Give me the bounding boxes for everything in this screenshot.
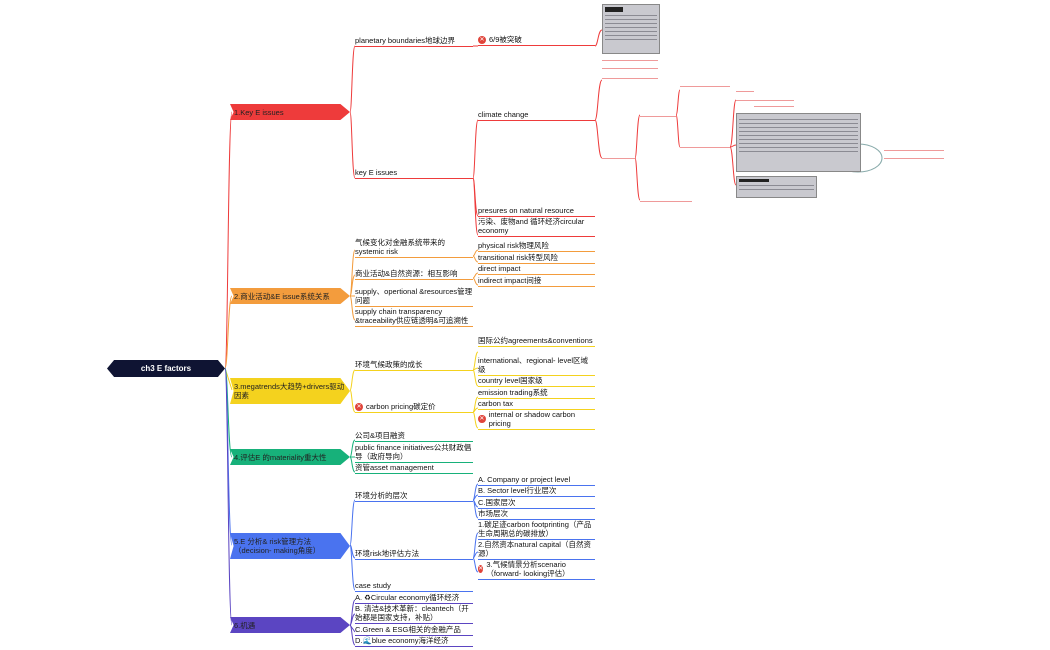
node-physical-risk[interactable]: physical risk物理风险	[478, 241, 595, 252]
detail-note	[736, 87, 754, 92]
node-carbon-tax[interactable]: carbon tax	[478, 399, 595, 410]
root-topic[interactable]: ch3 E factors	[107, 360, 225, 377]
node-planetary-boundaries[interactable]: planetary boundaries地球边界	[355, 36, 473, 47]
detail-box-planetary	[602, 4, 660, 54]
node-corporate-project-finance[interactable]: 公司&项目融资	[355, 431, 473, 442]
node-scenario-analysis[interactable]: ✕3.气候情景分析scenario（forward- looking评估）	[478, 560, 595, 580]
detail-note	[754, 102, 794, 107]
node-market-level[interactable]: 市场层次	[478, 509, 595, 520]
branch-megatrends[interactable]: 3.megatrends大趋势+drivers驱动因素	[230, 378, 350, 404]
branch-risk-methods[interactable]: 5.E 分析& risk管理方法（decision- making角度）	[230, 533, 350, 559]
node-business-nature-interaction[interactable]: 商业活动&自然资源：相互影响	[355, 269, 473, 280]
node-key-e-issues[interactable]: key E issues	[355, 168, 473, 179]
detail-box-adaptation	[736, 176, 817, 198]
detail-note	[602, 56, 658, 61]
close-marker-icon: ✕	[478, 36, 486, 45]
node-systemic-risk[interactable]: 气候变化对金融系统带来的systemic risk	[355, 238, 473, 258]
node-blue-economy[interactable]: D.🌊blue economy海洋经济	[355, 636, 473, 647]
node-policy-growth[interactable]: 环境气候政策的成长	[355, 360, 473, 371]
node-risk-assessment-methods[interactable]: 环境risk地评估方法	[355, 549, 473, 560]
detail-note	[884, 154, 944, 159]
node-supply-operational[interactable]: supply、opertional &resources管理问题	[355, 287, 473, 307]
detail-note	[680, 143, 730, 148]
branch-materiality[interactable]: 4.评估E 的materiality重大性	[230, 449, 350, 465]
node-pollution-circular-economy[interactable]: 污染、废物and 循环经济circular economy	[478, 217, 595, 237]
node-pressures-natural-resource[interactable]: presures on natural resource	[478, 206, 595, 217]
detail-note	[754, 96, 794, 101]
detail-note	[640, 197, 692, 202]
node-company-project-level[interactable]: A. Company or project level	[478, 475, 595, 486]
node-country-level-analysis[interactable]: C.国家层次	[478, 498, 595, 509]
node-carbon-footprinting[interactable]: 1.碳足迹carbon footprinting（产品生命周期总的碳排放）	[478, 520, 595, 540]
node-regional-level[interactable]: international、regional- level区域级	[478, 356, 595, 376]
node-shadow-carbon-pricing[interactable]: ✕internal or shadow carbon pricing	[478, 410, 595, 430]
detail-note	[602, 154, 635, 159]
node-country-level[interactable]: country level国家级	[478, 376, 595, 387]
node-transitional-risk[interactable]: transitional risk转型风险	[478, 253, 595, 264]
node-6-9-breached[interactable]: ✕6/9被突破	[478, 35, 595, 47]
node-circular-economy[interactable]: A. ♻Circular economy循环经济	[355, 593, 473, 604]
detail-note	[640, 112, 676, 117]
node-supply-chain-transparency[interactable]: supply chain transparency &traceability供…	[355, 307, 473, 327]
node-cleantech[interactable]: B. 清洁&技术革新：cleantech（开始都是国家支持，补贴）	[355, 604, 473, 624]
detail-note	[602, 64, 658, 69]
detail-note	[680, 82, 730, 87]
node-asset-management[interactable]: 资管asset management	[355, 463, 473, 474]
detail-note	[602, 74, 658, 79]
node-climate-change[interactable]: climate change	[478, 110, 595, 121]
node-natural-capital[interactable]: 2.自然资本natural capital（自然资源）	[478, 540, 595, 560]
detail-note	[884, 146, 944, 151]
detail-box-mitigation	[736, 113, 861, 172]
node-emission-trading[interactable]: emission trading系统	[478, 388, 595, 399]
node-green-esg-products[interactable]: C.Green & ESG相关的金融产品	[355, 625, 473, 636]
node-case-study[interactable]: case study	[355, 581, 473, 592]
branch-opportunities[interactable]: 6.机遇	[230, 617, 350, 633]
node-indirect-impact[interactable]: indirect impact间接	[478, 276, 595, 287]
close-marker-icon: ✕	[478, 415, 486, 423]
node-analysis-levels[interactable]: 环境分析的层次	[355, 491, 473, 502]
branch-key-e-issues[interactable]: 1.Key E issues	[230, 104, 350, 120]
close-marker-icon: ✕	[355, 403, 363, 412]
branch-business-e-issue[interactable]: 2.商业活动&E issue系统关系	[230, 288, 350, 304]
close-marker-icon: ✕	[478, 565, 484, 573]
node-public-finance-initiatives[interactable]: public finance initiatives公共财政倡导（政府导向）	[355, 443, 473, 463]
node-international-agreements[interactable]: 国际公约agreements&conventions	[478, 336, 595, 347]
node-sector-level[interactable]: B. Sector level行业层次	[478, 486, 595, 497]
detail-note	[736, 96, 754, 101]
node-direct-impact[interactable]: direct impact	[478, 264, 595, 275]
node-carbon-pricing[interactable]: ✕carbon pricing碳定价	[355, 402, 473, 414]
